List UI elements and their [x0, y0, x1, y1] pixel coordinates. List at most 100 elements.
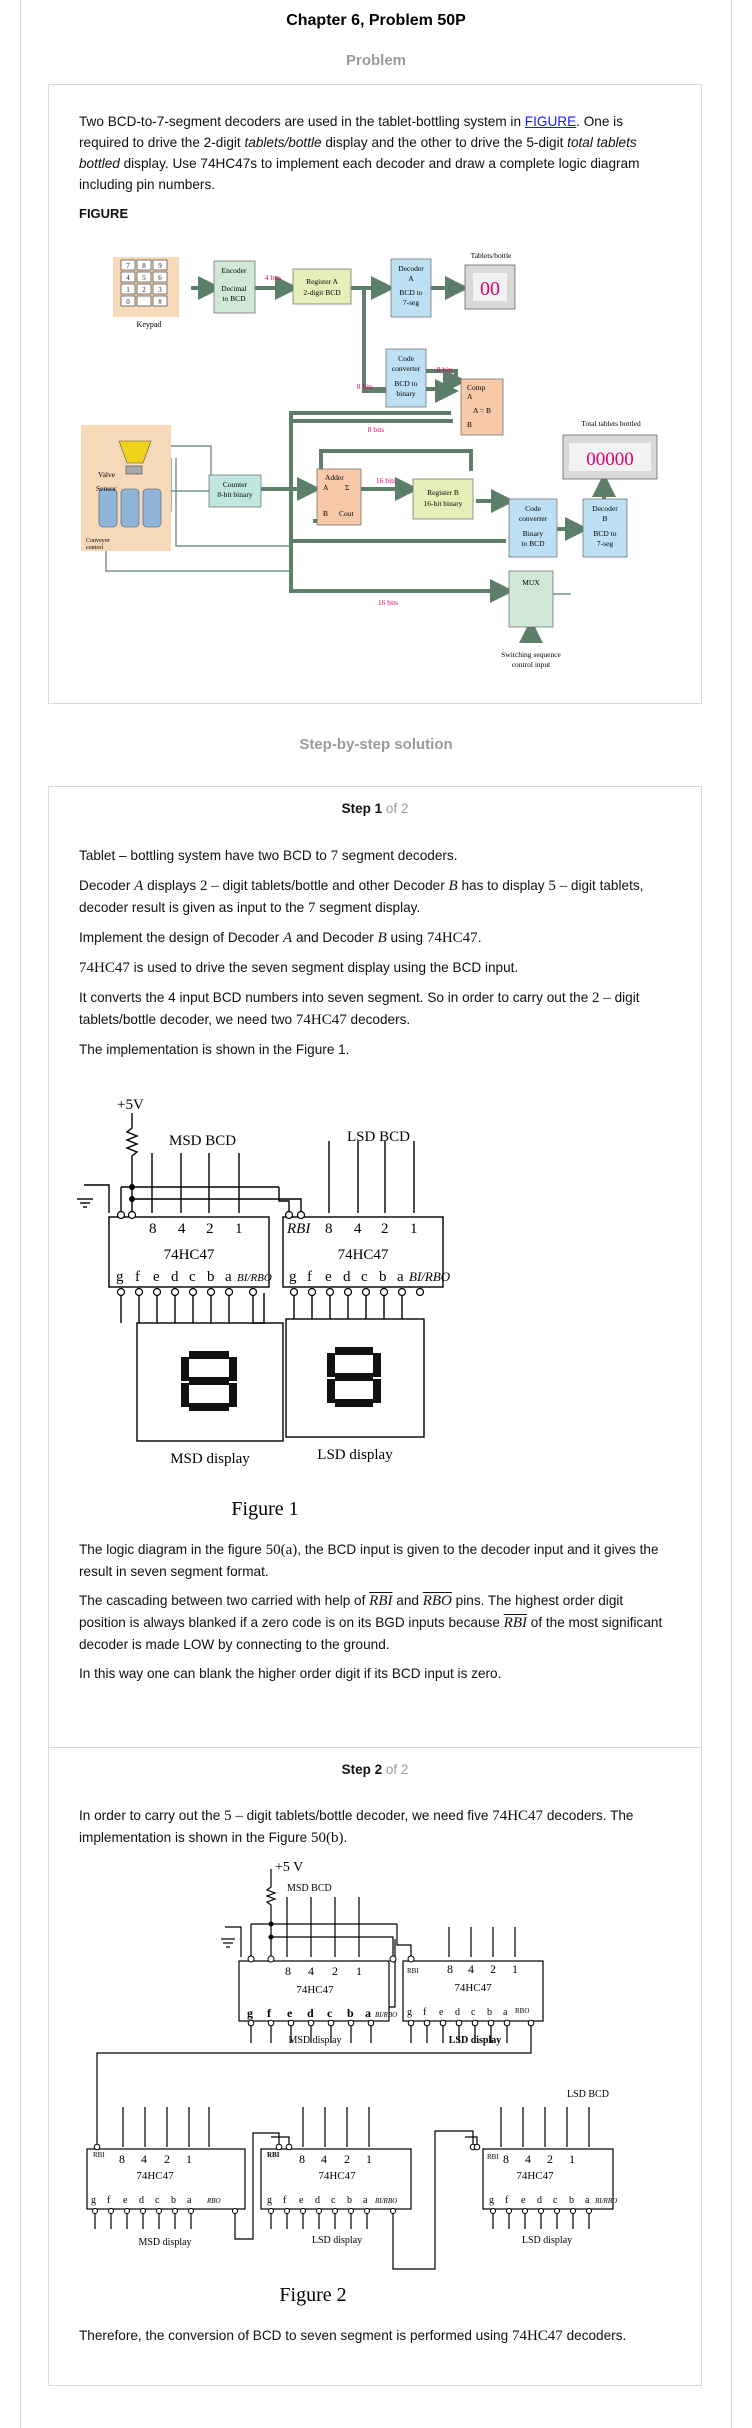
step1-text-2: The logic diagram in the figure 50(a), t… — [79, 1542, 663, 1681]
svg-text:Decoder: Decoder — [592, 504, 618, 513]
svg-text:B: B — [323, 509, 328, 518]
svg-text:e: e — [439, 2007, 444, 2018]
svg-text:a: a — [365, 2006, 371, 2020]
svg-text:A: A — [408, 274, 414, 283]
svg-text:1: 1 — [186, 2152, 192, 2166]
svg-text:converter: converter — [519, 514, 548, 523]
svg-text:74HC47: 74HC47 — [516, 2170, 554, 2182]
svg-text:c: c — [361, 1269, 368, 1285]
svg-text:LSD display: LSD display — [317, 1447, 393, 1463]
svg-text:d: d — [537, 2195, 542, 2206]
svg-text:g: g — [489, 2195, 494, 2206]
solution-label: Step-by-step solution — [299, 736, 453, 753]
svg-text:4: 4 — [308, 1964, 314, 1978]
svg-text:e: e — [287, 2006, 293, 2020]
svg-text:LSD BCD: LSD BCD — [567, 2089, 609, 2100]
right-rule — [731, 0, 732, 2428]
svg-text:8 bits: 8 bits — [357, 382, 374, 391]
svg-text:8: 8 — [119, 2152, 125, 2166]
svg-text:74HC47: 74HC47 — [136, 2170, 174, 2182]
svg-text:b: b — [347, 2006, 354, 2020]
problem-card: Two BCD-to-7-segment decoders are used i… — [48, 84, 702, 704]
svg-text:e: e — [153, 1269, 160, 1285]
svg-text:RBO: RBO — [515, 2007, 529, 2015]
svg-text:2: 2 — [206, 1221, 214, 1237]
svg-text:c: c — [553, 2195, 558, 2206]
svg-text:8-bit binary: 8-bit binary — [217, 490, 252, 499]
svg-text:Encoder: Encoder — [222, 266, 247, 275]
svg-text:8: 8 — [285, 1964, 291, 1978]
svg-text:8: 8 — [325, 1221, 333, 1237]
svg-text:a: a — [397, 1269, 404, 1285]
svg-text:e: e — [521, 2195, 526, 2206]
svg-text:7: 7 — [126, 262, 130, 270]
svg-text:74HC47: 74HC47 — [454, 1982, 492, 1994]
svg-text:8: 8 — [142, 262, 146, 270]
svg-text:4 bits: 4 bits — [265, 273, 282, 282]
svg-text:MSD BCD: MSD BCD — [169, 1133, 236, 1149]
svg-text:c: c — [331, 2195, 336, 2206]
svg-text:b: b — [379, 1269, 387, 1285]
svg-text:Counter: Counter — [223, 480, 248, 489]
svg-text:2: 2 — [344, 2152, 350, 2166]
svg-text:Decoder: Decoder — [398, 264, 424, 273]
svg-text:to BCD: to BCD — [521, 539, 545, 548]
svg-text:B: B — [602, 514, 607, 523]
svg-text:LSD BCD: LSD BCD — [347, 1129, 410, 1145]
svg-text:1: 1 — [569, 2152, 575, 2166]
svg-text:RBI: RBI — [93, 2151, 105, 2159]
svg-text:a: a — [363, 2195, 368, 2206]
svg-text:Register B: Register B — [427, 488, 459, 497]
svg-text:+5 V: +5 V — [275, 1860, 303, 1875]
svg-text:1: 1 — [512, 1962, 518, 1976]
svg-text:RBO: RBO — [206, 2197, 221, 2205]
svg-text:2: 2 — [547, 2152, 553, 2166]
svg-text:16 bits: 16 bits — [378, 598, 398, 607]
svg-text:RBI: RBI — [267, 2151, 280, 2159]
svg-text:2: 2 — [332, 1964, 338, 1978]
svg-text:MSD display: MSD display — [170, 1451, 250, 1467]
svg-text:RBI: RBI — [286, 1221, 311, 1237]
svg-text:Code: Code — [525, 504, 542, 513]
svg-text:e: e — [299, 2195, 304, 2206]
svg-text:d: d — [139, 2195, 144, 2206]
svg-text:RBI: RBI — [407, 1967, 419, 1975]
svg-text:8 bits: 8 bits — [437, 365, 454, 374]
svg-text:LSD display: LSD display — [449, 2035, 502, 2046]
svg-text:f: f — [267, 2006, 272, 2020]
svg-text:Sensor: Sensor — [96, 484, 117, 493]
svg-text:g: g — [116, 1269, 124, 1285]
svg-text:8: 8 — [299, 2152, 305, 2166]
svg-text:LSD display: LSD display — [522, 2235, 572, 2246]
svg-text:0: 0 — [126, 298, 130, 306]
svg-text:1: 1 — [366, 2152, 372, 2166]
svg-text:f: f — [107, 2195, 111, 2206]
svg-text:MSD display: MSD display — [288, 2035, 341, 2046]
svg-text:4: 4 — [525, 2152, 531, 2166]
svg-text:74HC47: 74HC47 — [164, 1247, 215, 1263]
step2-conclusion: Therefore, the conversion of BCD to seve… — [79, 2328, 627, 2344]
svg-text:1: 1 — [235, 1221, 243, 1237]
svg-text:c: c — [327, 2006, 333, 2020]
svg-text:00: 00 — [480, 278, 500, 300]
svg-text:a: a — [503, 2007, 508, 2018]
svg-text:Figure 1: Figure 1 — [231, 1498, 298, 1520]
svg-text:b: b — [347, 2195, 352, 2206]
svg-text:+5V: +5V — [117, 1097, 144, 1113]
svg-text:2: 2 — [164, 2152, 170, 2166]
figure-link[interactable]: FIGURE — [524, 114, 577, 129]
svg-text:2: 2 — [490, 1962, 496, 1976]
step2-text: In order to carry out the 5 – digit tabl… — [79, 1808, 634, 1846]
svg-text:c: c — [155, 2195, 160, 2206]
svg-text:binary: binary — [396, 389, 415, 398]
svg-text:Σ: Σ — [345, 483, 349, 492]
svg-text:RBI: RBI — [487, 2153, 499, 2161]
svg-text:Conveyor: Conveyor — [86, 538, 110, 544]
svg-text:f: f — [135, 1269, 140, 1285]
svg-text:to BCD: to BCD — [222, 294, 246, 303]
svg-text:d: d — [315, 2195, 320, 2206]
